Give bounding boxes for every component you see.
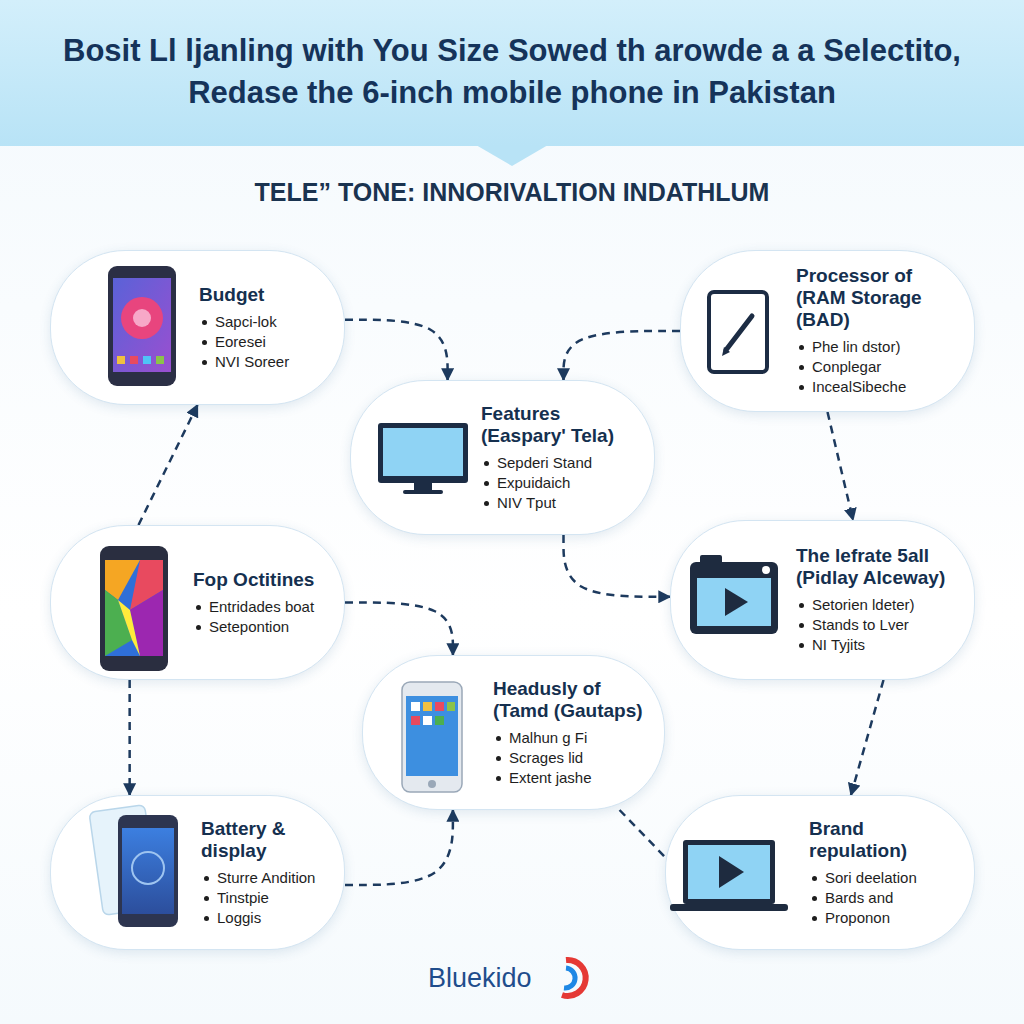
- bullet-item: Phe lin dstor): [796, 337, 958, 357]
- topic-box: Brand repulation) Sori deelationBards and…: [665, 795, 975, 950]
- logo-mark: [562, 960, 586, 996]
- bullet-item: Stands to Lver: [796, 615, 958, 635]
- dashed-arrow: [620, 810, 665, 857]
- bullet-item: Conplegar: [796, 357, 958, 377]
- bullet-item: Entridades boat: [193, 597, 328, 617]
- topic-box: Battery & displaySturre AnditionTinstpie…: [50, 795, 345, 950]
- bullet-item: Scrages lid: [493, 748, 648, 768]
- subtitle: TELE” TONE: INNORIVALTION INDATHLUM: [62, 177, 962, 207]
- dashed-arrow: [828, 412, 854, 520]
- box-heading: Budget: [199, 284, 328, 306]
- phone-icon: [100, 546, 168, 671]
- box-heading: The lefrate 5all (Pidlay Alceway): [796, 545, 958, 589]
- box-heading: Headusly of (Tamd (Gautaps): [493, 678, 648, 722]
- monitor-icon: [378, 423, 468, 494]
- dashed-arrow: [564, 331, 681, 380]
- banner-ground: [0, 0, 1024, 146]
- bullet-item: Bards and: [809, 888, 958, 908]
- box-heading: Fop Octitines: [193, 569, 328, 591]
- bullet-item: Loggis: [201, 908, 328, 928]
- title: Bosit Ll ljanling with You Size Sowed th…: [62, 30, 962, 114]
- logo-text: Bluekido: [428, 962, 558, 994]
- bullet-item: Sturre Andition: [201, 868, 328, 888]
- bullet-item: Setepontion: [193, 617, 328, 637]
- bullet-item: Malhun g Fi: [493, 728, 648, 748]
- bullet-item: Proponon: [809, 908, 958, 928]
- bullet-item: NIV Tput: [481, 493, 638, 513]
- label-wrap: TELE” TONE: INNORIVALTION INDATHLUM: [62, 177, 962, 207]
- box-heading: Features (Easpary' Tela): [481, 403, 638, 447]
- bullet-item: Extent jashe: [493, 768, 648, 788]
- topic-box: Headusly of (Tamd (Gautaps) Malhun g FiSc…: [362, 655, 665, 810]
- box-heading: Processor of (RAM Storage (BAD): [796, 265, 958, 331]
- bullet-item: Setorien ldeter): [796, 595, 958, 615]
- label-wrap: Bluekido: [428, 962, 558, 994]
- dashed-arrow: [345, 320, 448, 380]
- dashed-arrow: [345, 810, 453, 885]
- bullet-item: Eoresei: [199, 332, 328, 352]
- bullet-item: Sapci-lok: [199, 312, 328, 332]
- title-wrap: Bosit Ll ljanling with You Size Sowed th…: [62, 30, 962, 114]
- topic-box: BudgetSapci-lokEoreseiNVI Soreer: [50, 250, 345, 405]
- banner-pointer: [476, 145, 548, 166]
- dashed-arrow: [851, 680, 884, 795]
- topic-box: Processor of (RAM Storage (BAD) Phe lin d…: [680, 250, 975, 412]
- bullet-item: Tinstpie: [201, 888, 328, 908]
- tablet-icon: [709, 292, 767, 372]
- box-heading: Brand repulation): [809, 818, 958, 862]
- bullet-item: NI Tyjits: [796, 635, 958, 655]
- bullet-item: Expuidaich: [481, 473, 638, 493]
- camera-icon: [690, 555, 778, 634]
- bullet-item: Sepderi Stand: [481, 453, 638, 473]
- topic-box: Features (Easpary' Tela) Sepderi StandExp…: [350, 380, 655, 535]
- phone-icon: [89, 805, 178, 927]
- box-heading: Battery & display: [201, 818, 328, 862]
- laptop-icon: [670, 840, 788, 911]
- dashed-arrow: [139, 405, 198, 525]
- dashed-arrow: [345, 603, 453, 656]
- bullet-item: Sori deelation: [809, 868, 958, 888]
- bullet-item: NVI Soreer: [199, 352, 328, 372]
- dashed-arrow: [564, 535, 671, 597]
- topic-box: The lefrate 5all (Pidlay Alceway) Setorie…: [670, 520, 975, 680]
- topic-box: Fop OctitinesEntridades boatSetepontion: [50, 525, 345, 680]
- phone-icon: [108, 266, 176, 386]
- dashed-arrow: [128, 680, 131, 795]
- phone-icon: [402, 682, 462, 792]
- bullet-item: IncealSibeche: [796, 377, 958, 397]
